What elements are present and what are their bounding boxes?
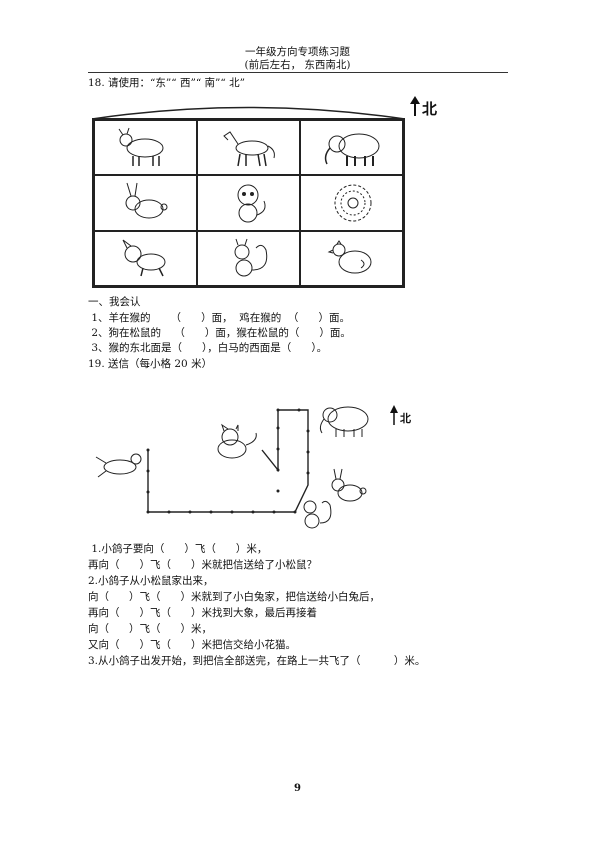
q19-line-5: 再向（ ）飞（ ）米找到大象，最后再接着 — [88, 607, 318, 619]
route-path — [147, 409, 309, 513]
map-north-arrow-icon — [390, 405, 398, 425]
map-elephant-icon — [319, 406, 369, 437]
q19-line-8: 3.从小鸽子出发开始，到把信全部送完，在路上一共飞了（ ）米。 — [88, 655, 426, 667]
q19-title: 19. 送信（每小格 20 米） — [88, 358, 213, 370]
q19-line-3: 2.小鸽子从小松鼠家出来， — [88, 575, 214, 587]
q19-line-1: 1.小鸽子要向（ ）飞（ ）米， — [88, 543, 268, 555]
peacock-icon — [334, 184, 371, 222]
squirrel-icon — [234, 239, 267, 277]
q19-line-6: 向（ ）飞（ ）米， — [88, 623, 213, 635]
section1-line-2: 2、狗在松鼠的 （ ）面，猴在松鼠的（ ）面。 — [88, 327, 351, 339]
chicken-icon — [327, 240, 371, 274]
rabbit-icon — [125, 182, 167, 219]
table-arch — [92, 106, 405, 120]
page-number: 9 — [294, 783, 301, 794]
section1-line-1: 1、羊在猴的 （ ）面， 鸡在猴的 （ ）面。 — [88, 312, 350, 324]
section1-line-3: 3、猴的东北面是（ ），白马的西面是（ ）。 — [88, 342, 328, 354]
header-divider — [88, 72, 508, 73]
north-indicator — [408, 96, 422, 120]
cat-icon — [217, 423, 257, 459]
monkey-icon — [237, 184, 266, 223]
north-label: 北 — [422, 100, 438, 118]
q18-prompt: 18. 请使用：“东”“ 西”“ 南”“ 北” — [88, 77, 245, 89]
route-map — [95, 405, 398, 529]
grid-cell-rabbit — [94, 175, 197, 231]
dog-icon — [122, 239, 165, 277]
grid-cell-dog — [94, 230, 197, 286]
grid-cell-monkey — [197, 175, 300, 231]
grid-dots — [146, 408, 310, 514]
north-arrow-icon — [410, 96, 420, 116]
grid-cell-squirrel — [197, 230, 300, 286]
grid-cell-chicken — [300, 230, 403, 286]
map-squirrel-icon — [303, 500, 332, 529]
animal-grid — [92, 118, 405, 288]
q19-line-4: 向（ ）飞（ ）米就到了小白兔家，把信送给小白兔后， — [88, 591, 381, 603]
q19-line-2: 再向（ ）飞（ ）米就把信送给了小松鼠？ — [88, 559, 318, 571]
horse-icon — [222, 130, 275, 166]
pigeon-icon — [95, 453, 142, 478]
page-title: 一年级方向专项练习题 — [245, 46, 350, 58]
grid-cell-horse — [197, 120, 300, 176]
grid-cell-elephant — [300, 120, 403, 176]
elephant-icon — [324, 133, 379, 166]
q19-line-7: 又向（ ）飞（ ）米把信交给小花猫。 — [88, 639, 297, 651]
map-north-label: 北 — [400, 412, 411, 425]
goat-icon — [118, 127, 163, 166]
grid-cell-goat — [94, 120, 197, 176]
grid-cell-peacock — [300, 175, 403, 231]
map-rabbit-icon — [331, 468, 367, 502]
section1-title: 一、我会认 — [88, 296, 141, 308]
page-subtitle: (前后左右， 东西南北) — [244, 59, 351, 71]
